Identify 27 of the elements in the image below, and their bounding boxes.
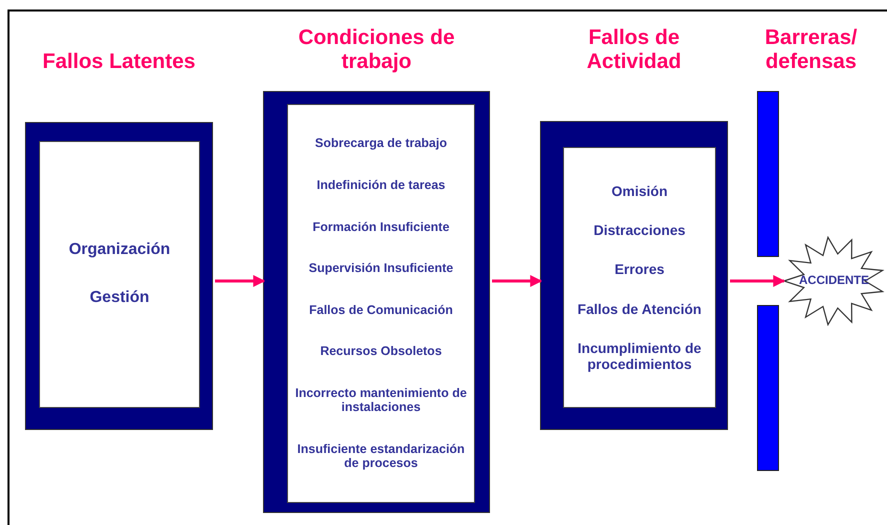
factor-text: Incorrecto mantenimiento de instalaciones	[295, 386, 467, 415]
factor-text: Omisión	[611, 183, 668, 200]
accident-label: ACCIDENTE	[798, 274, 870, 288]
factor-text: Fallos de Comunicación	[309, 302, 453, 318]
factor-text: Incumplimiento de procedimientos	[576, 340, 702, 372]
arrow	[730, 275, 786, 287]
factor-text: Distracciones	[594, 222, 686, 238]
column-heading: Fallos Latentes	[42, 50, 196, 74]
text-panel	[39, 141, 200, 408]
text-panel	[563, 147, 716, 408]
factor-text: Insuficiente estandarización de procesos	[296, 442, 466, 471]
factor-text: Formación Insuficiente	[312, 220, 450, 234]
factor-text: Gestión	[90, 289, 150, 308]
factor-text: Recursos Obsoletos	[320, 344, 442, 359]
factor-text: Fallos de Atención	[578, 300, 702, 317]
factor-text: Errores	[614, 261, 664, 278]
factor-text: Sobrecarga de trabajo	[315, 136, 447, 151]
factor-text: Indefinición de tareas	[316, 178, 446, 192]
text-panel	[287, 104, 475, 503]
factor-text: Supervisión Insuficiente	[308, 261, 454, 276]
column-heading: Condiciones de trabajo	[297, 26, 456, 74]
factor-text: Organización	[68, 241, 170, 260]
arrow	[215, 275, 266, 287]
arrow	[492, 275, 542, 287]
barrier-bar	[757, 305, 779, 471]
column-heading: Barreras/ defensas	[764, 26, 858, 74]
column-heading: Fallos de Actividad	[586, 26, 682, 74]
